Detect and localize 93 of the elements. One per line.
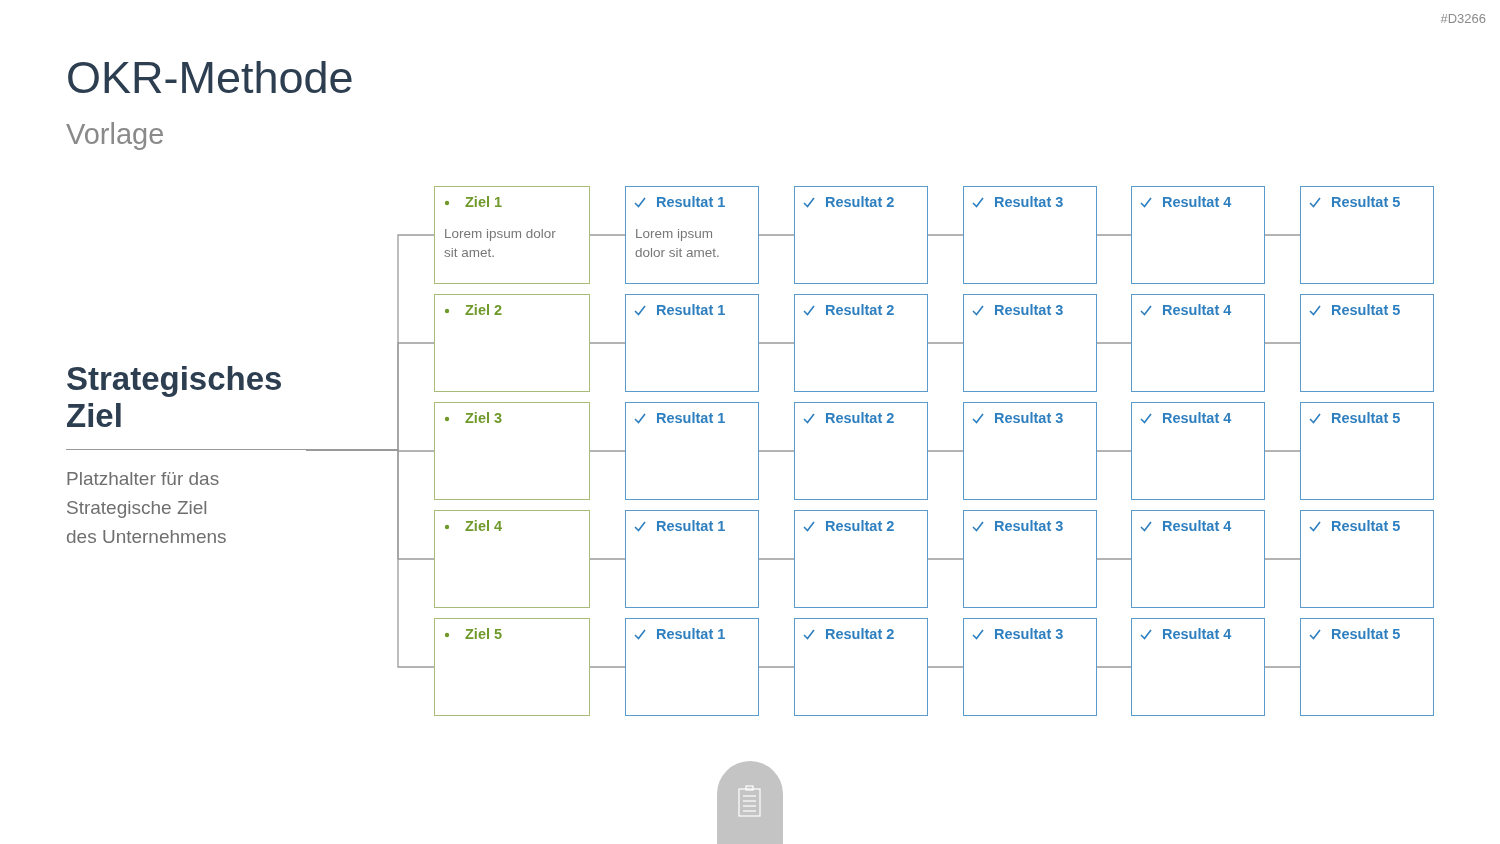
result-box	[794, 618, 928, 716]
box-title: Resultat 2	[825, 626, 895, 642]
box-title: Ziel 5	[465, 626, 503, 642]
result-box	[625, 618, 759, 716]
box-title: Resultat 4	[1162, 194, 1232, 210]
goal-heading: Strategisches Ziel	[66, 360, 284, 434]
connector-line	[589, 558, 626, 560]
connector-line	[927, 558, 964, 560]
result-box	[625, 402, 759, 500]
result-box	[1300, 618, 1434, 716]
box-title: Resultat 2	[825, 410, 895, 426]
connector-line	[1096, 666, 1132, 668]
box-title: Resultat 1	[656, 302, 726, 318]
result-box	[963, 402, 1097, 500]
result-box	[794, 402, 928, 500]
page-title: OKR-Methode	[66, 52, 354, 104]
connector-line	[758, 450, 795, 452]
result-box	[1300, 294, 1434, 392]
connector-line	[589, 234, 626, 236]
box-title: Resultat 5	[1331, 410, 1401, 426]
box-title: Resultat 5	[1331, 302, 1401, 318]
box-text: Lorem ipsum dolor sit amet.	[635, 225, 721, 262]
box-title: Resultat 2	[825, 302, 895, 318]
box-title: Resultat 4	[1162, 302, 1232, 318]
connector-line	[1096, 342, 1132, 344]
box-title: Resultat 4	[1162, 410, 1232, 426]
connector-line	[927, 234, 964, 236]
box-title: Resultat 3	[994, 518, 1064, 534]
connector-line	[1264, 666, 1301, 668]
box-title: Resultat 5	[1331, 194, 1401, 210]
result-box	[963, 186, 1097, 284]
objective-box	[434, 186, 590, 284]
box-title: Resultat 1	[656, 194, 726, 210]
objective-box	[434, 402, 590, 500]
result-box	[1131, 402, 1265, 500]
connector-line	[758, 666, 795, 668]
connector-line	[1264, 450, 1301, 452]
objective-box	[434, 618, 590, 716]
connector-line	[1096, 234, 1132, 236]
connector-line	[305, 449, 435, 668]
goal-description: Platzhalter für das Strategische Ziel des Unternehmens	[66, 467, 228, 549]
box-title: Resultat 2	[825, 194, 895, 210]
box-text: Lorem ipsum dolor sit amet.	[444, 225, 557, 262]
box-title: Resultat 4	[1162, 518, 1232, 534]
result-box	[1300, 510, 1434, 608]
box-title: Ziel 2	[465, 302, 503, 318]
connector-line	[1264, 234, 1301, 236]
subtitle: Vorlage	[66, 118, 165, 151]
box-title: Resultat 2	[825, 518, 895, 534]
connector-line	[1264, 342, 1301, 344]
result-box	[963, 294, 1097, 392]
box-title: Ziel 1	[465, 194, 503, 210]
connector-line	[927, 450, 964, 452]
box-title: Resultat 3	[994, 302, 1064, 318]
box-title: Resultat 1	[656, 410, 726, 426]
connector-line	[1264, 558, 1301, 560]
box-title: Resultat 5	[1331, 626, 1401, 642]
box-title: Resultat 3	[994, 410, 1064, 426]
connector-line	[589, 666, 626, 668]
box-title: Resultat 3	[994, 626, 1064, 642]
connector-line	[589, 342, 626, 344]
result-box	[1131, 618, 1265, 716]
connector-line	[1096, 558, 1132, 560]
document-code: #D3266	[1440, 11, 1486, 26]
box-title: Ziel 3	[465, 410, 503, 426]
connector-line	[589, 450, 626, 452]
result-box	[625, 510, 759, 608]
result-box	[1131, 294, 1265, 392]
result-box	[794, 186, 928, 284]
objective-box	[434, 510, 590, 608]
box-title: Resultat 1	[656, 518, 726, 534]
result-box	[1131, 186, 1265, 284]
result-box	[1131, 510, 1265, 608]
box-title: Resultat 4	[1162, 626, 1232, 642]
connector-line	[927, 666, 964, 668]
result-box	[1300, 186, 1434, 284]
connector-line	[758, 342, 795, 344]
box-title: Resultat 1	[656, 626, 726, 642]
result-box	[963, 510, 1097, 608]
result-box	[794, 510, 928, 608]
objective-box	[434, 294, 590, 392]
result-box	[1300, 402, 1434, 500]
box-title: Ziel 4	[465, 518, 503, 534]
connector-line	[758, 558, 795, 560]
connector-line	[1096, 450, 1132, 452]
connector-line	[927, 342, 964, 344]
result-box	[625, 186, 759, 284]
result-box	[625, 294, 759, 392]
box-title: Resultat 5	[1331, 518, 1401, 534]
connector-line	[758, 234, 795, 236]
box-title: Resultat 3	[994, 194, 1064, 210]
result-box	[794, 294, 928, 392]
result-box	[963, 618, 1097, 716]
